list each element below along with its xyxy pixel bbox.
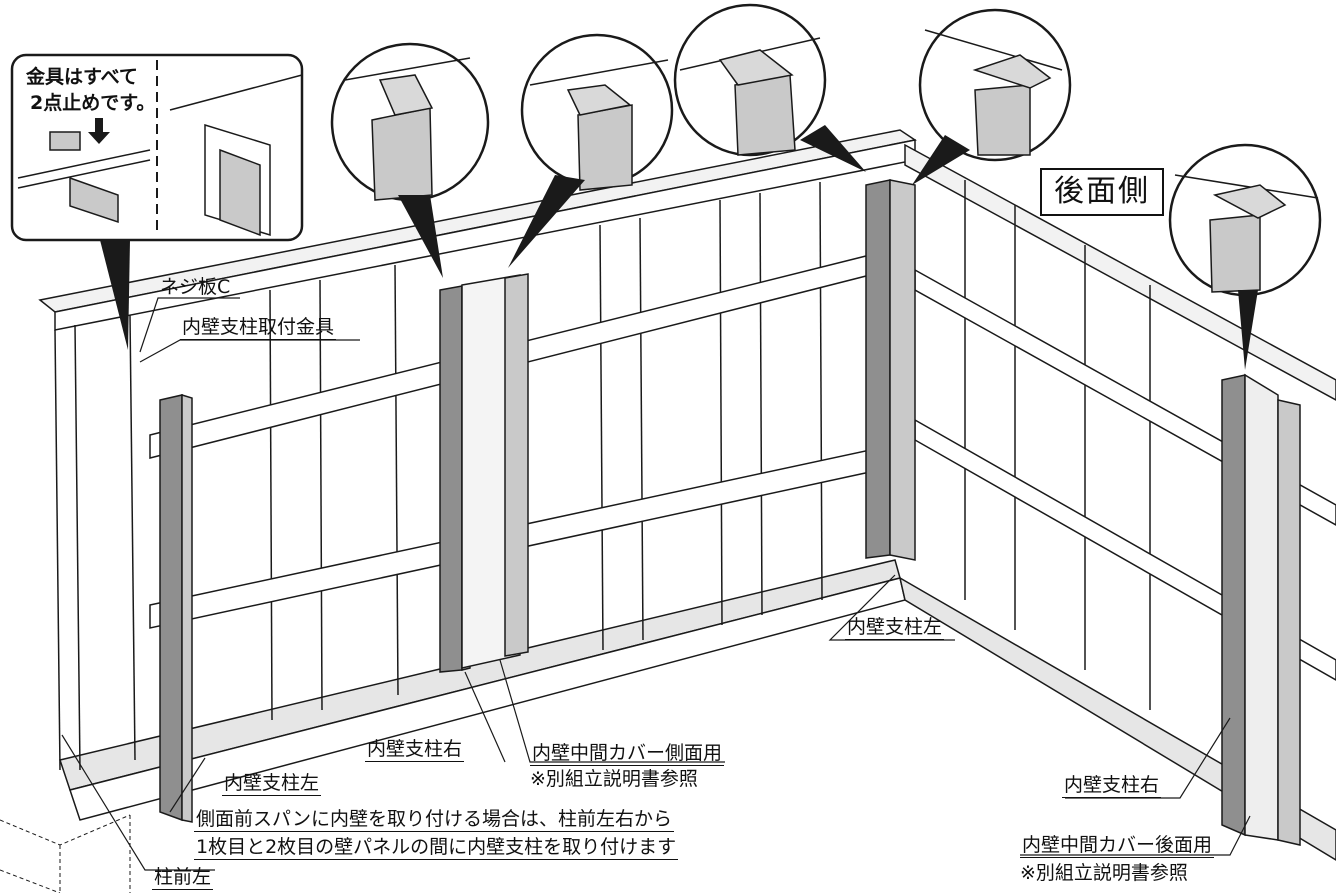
- label-instruction-line2: 1枚目と2枚目の壁パネルの間に内壁支柱を取り付けます: [194, 836, 679, 860]
- label-post-right-front: 内壁支柱右: [365, 738, 465, 762]
- inner-post-right-rear: [1221, 373, 1301, 846]
- label-cover-rear-note: ※別組立説明書参照: [1020, 862, 1188, 884]
- detail-circle-4: [912, 8, 1072, 185]
- label-cover-side: 内壁中間カバー側面用: [530, 742, 725, 766]
- inner-post-left-front: [159, 393, 193, 823]
- label-bracket: 内壁支柱取付金具: [180, 316, 337, 340]
- callout-note-line2: 2点止めです。: [30, 92, 156, 114]
- side-label: 後面側: [1040, 168, 1164, 216]
- label-screw-plate: ネジ板C: [160, 276, 231, 298]
- detail-circle-3: [673, 3, 866, 172]
- callout-box: [10, 53, 304, 350]
- label-cover-side-note: ※別組立説明書参照: [530, 768, 698, 790]
- detail-circle-5: [1168, 143, 1322, 370]
- callout-note-line1: 金具はすべて: [26, 66, 138, 88]
- label-instruction-line1: 側面前スパンに内壁を取り付ける場合は、柱前左右から: [194, 808, 674, 832]
- label-cover-rear: 内壁中間カバー後面用: [1020, 834, 1215, 858]
- label-post-right-rear: 内壁支柱右: [1062, 774, 1162, 798]
- detail-circle-2: [508, 33, 674, 268]
- inner-cover-side: [461, 273, 529, 669]
- corner-footing: [0, 814, 131, 893]
- detail-circle-1: [330, 42, 490, 278]
- label-post-left-front: 内壁支柱左: [222, 772, 322, 796]
- side-wall: [38, 129, 917, 821]
- label-corner-post: 柱前左: [152, 866, 214, 890]
- leader-lines: [61, 297, 1251, 871]
- inner-post-left-rear: [865, 179, 916, 561]
- label-post-left-rear: 内壁支柱左: [845, 616, 945, 640]
